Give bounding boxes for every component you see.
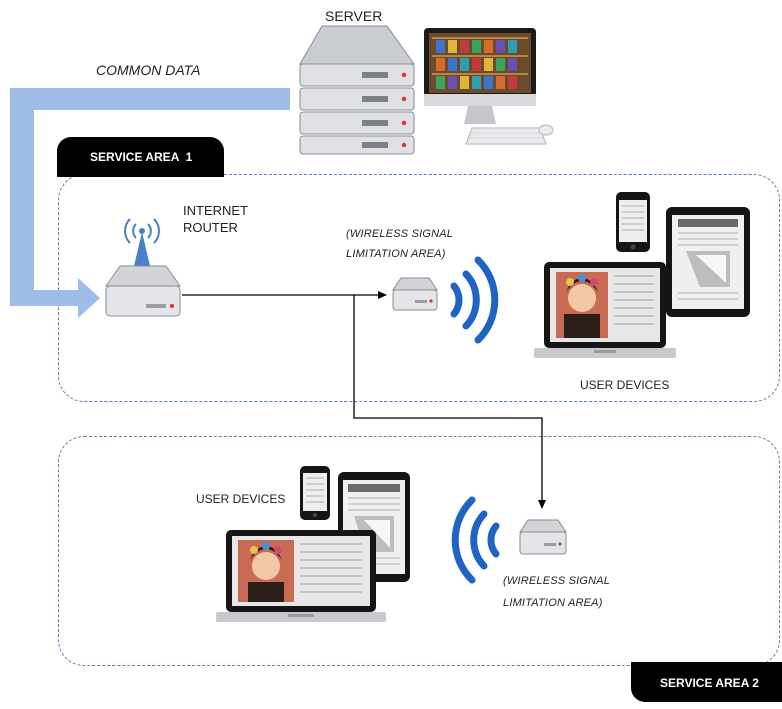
user-devices-label-1: USER DEVICES	[580, 378, 670, 392]
service-area-2-tab	[631, 662, 782, 702]
smartphone-icon	[300, 466, 330, 520]
service-area-2-tab-label: SERVICE AREA 2	[660, 676, 759, 690]
service-area-1-region	[58, 174, 780, 402]
antenna-icon	[124, 218, 160, 266]
mouse-icon	[538, 124, 554, 136]
wifi-signal-icon	[451, 496, 500, 584]
access-point-icon	[519, 519, 567, 555]
user-devices-label-2: USER DEVICES	[196, 492, 286, 506]
wireless-signal-label-2-line2: LIMITATION AREA)	[503, 597, 603, 609]
keyboard-icon	[465, 127, 547, 145]
wireless-signal-label-1-line1: (WIRELESS SIGNAL	[346, 228, 454, 240]
server-rack-icon	[299, 25, 415, 155]
desktop-monitor-icon	[424, 28, 536, 124]
internet-router-label-line1: INTERNET	[183, 203, 248, 218]
access-point-icon	[392, 277, 438, 311]
service-area-1-tab	[57, 137, 224, 177]
service-area-1-tab-label: SERVICE AREA 1	[90, 150, 193, 164]
smartphone-icon	[616, 192, 650, 252]
server-label: SERVER	[325, 8, 383, 24]
wireless-signal-label-1-line2: LIMITATION AREA)	[346, 248, 446, 260]
laptop-icon	[534, 262, 676, 358]
common-data-label: COMMON DATA	[96, 62, 201, 78]
wifi-signal-icon	[450, 256, 499, 344]
router-icon	[105, 265, 181, 317]
laptop-icon	[216, 530, 386, 622]
wireless-signal-label-2-line1: (WIRELESS SIGNAL	[503, 575, 611, 587]
tablet-icon	[666, 207, 750, 317]
internet-router-label-line2: ROUTER	[183, 220, 238, 235]
service-area-2-region	[58, 436, 780, 666]
